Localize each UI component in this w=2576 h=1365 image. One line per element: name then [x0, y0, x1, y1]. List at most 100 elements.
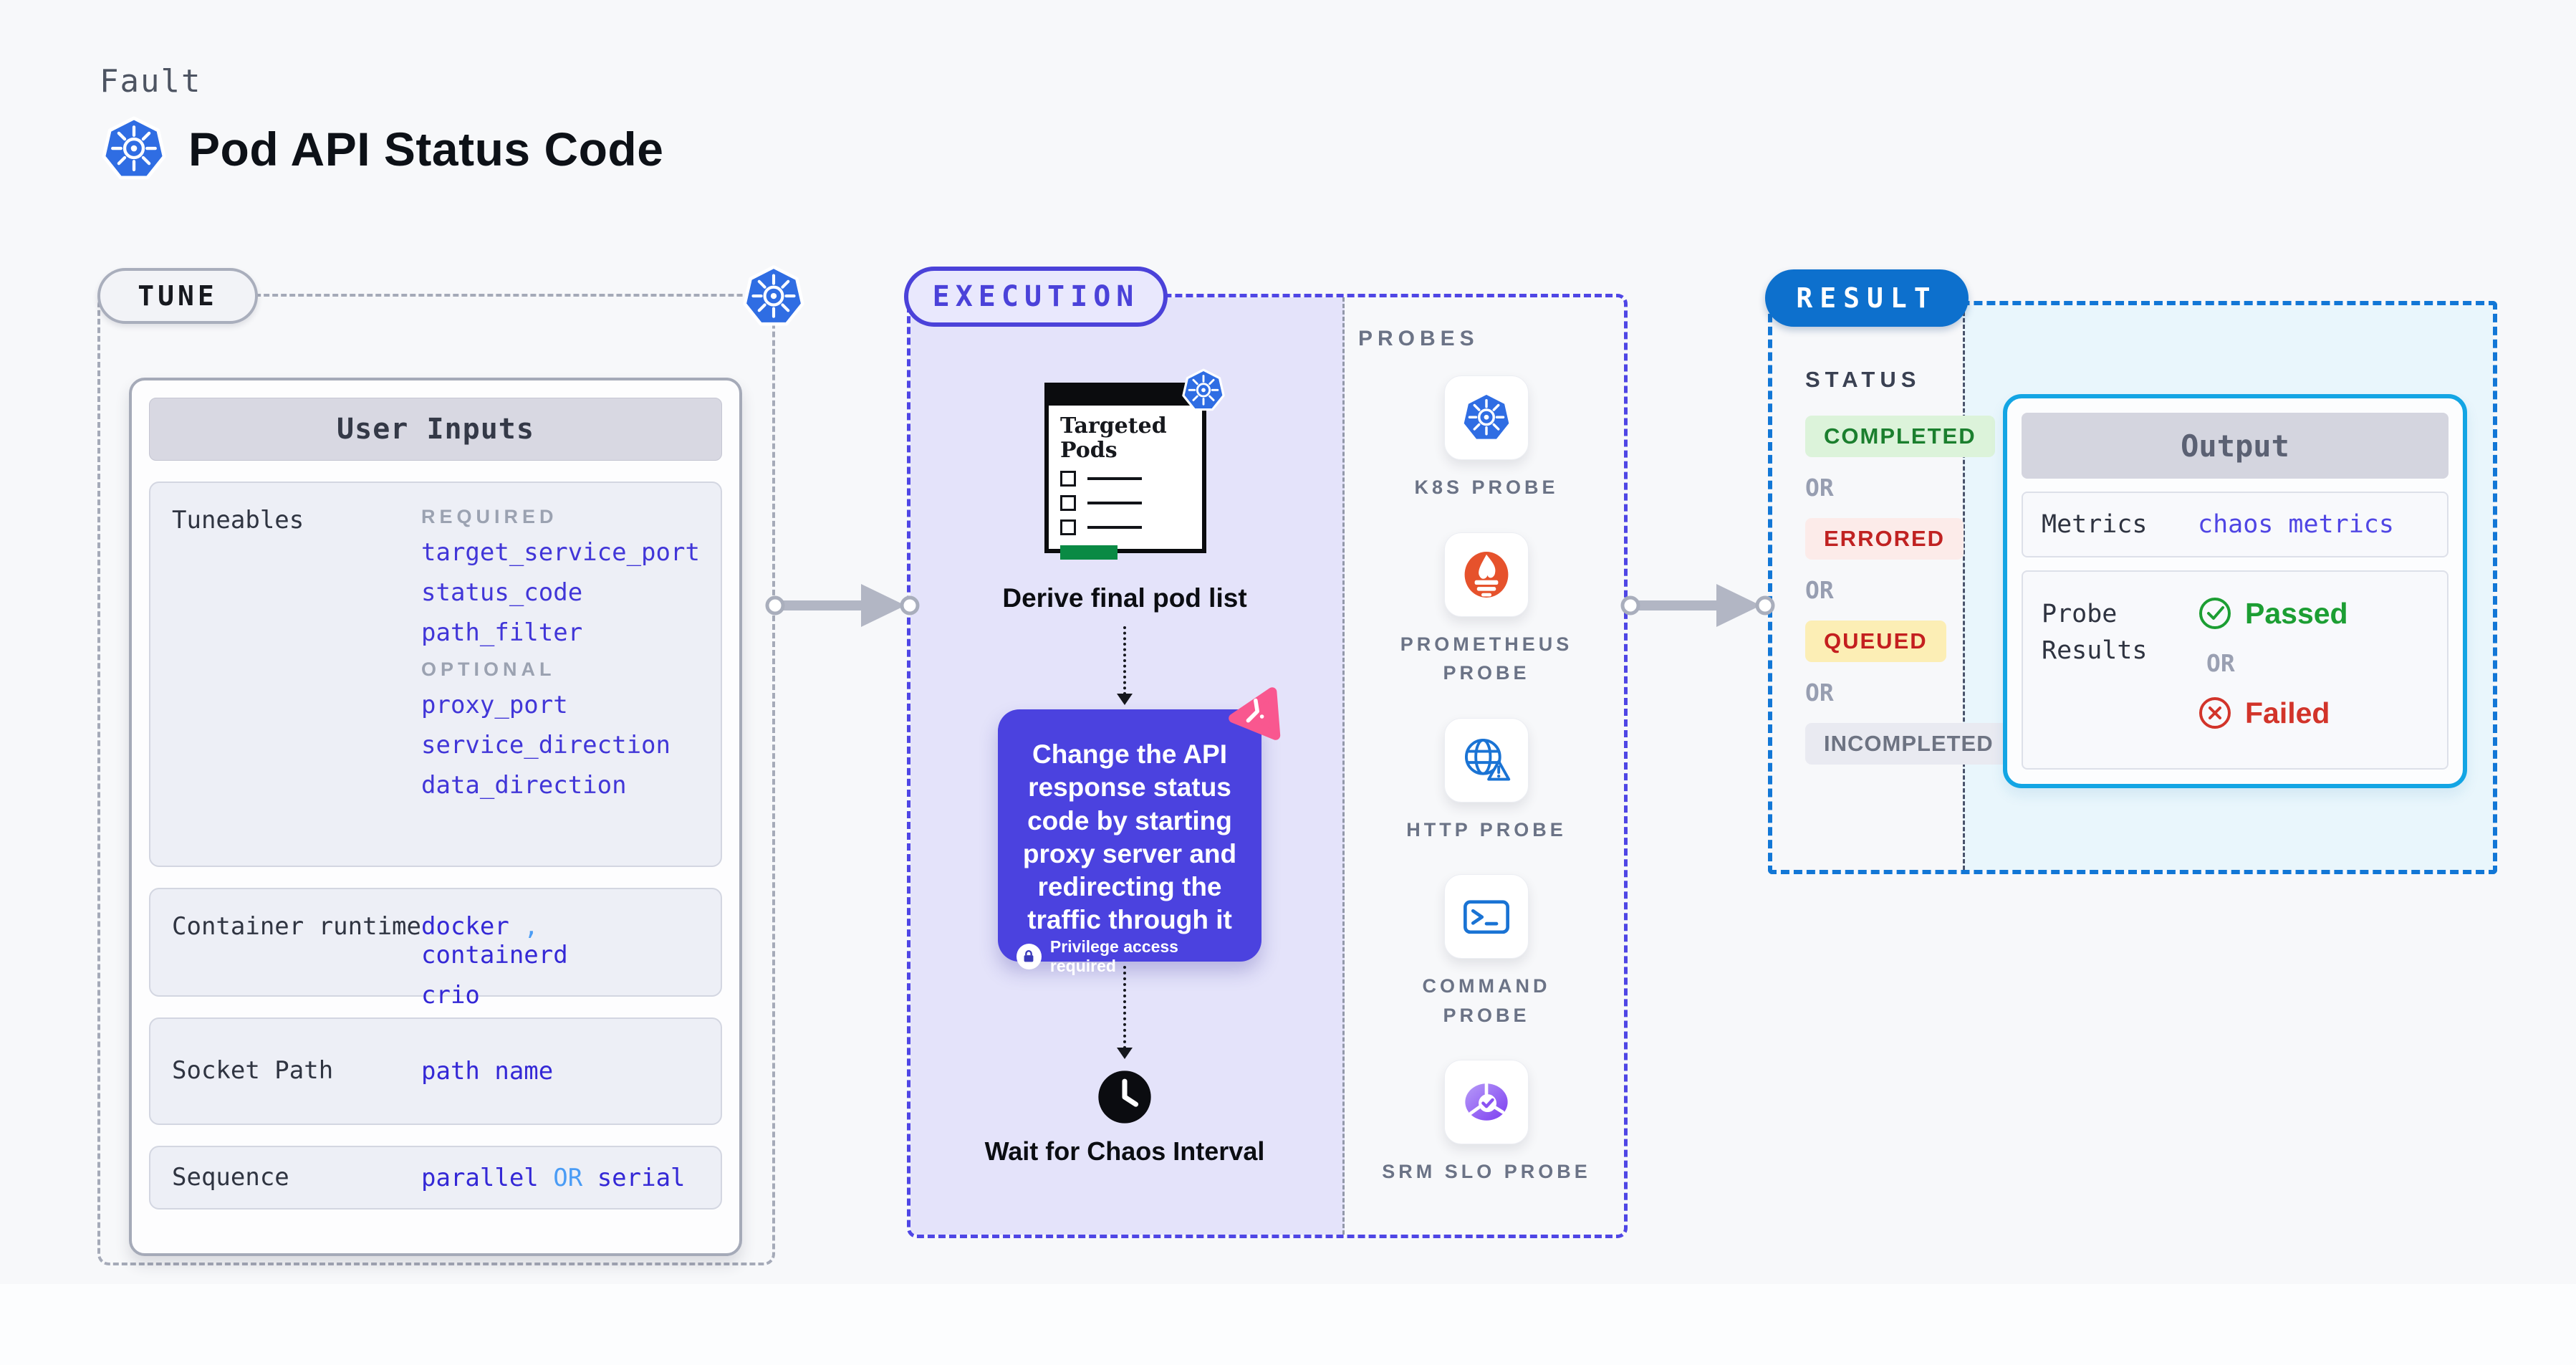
container-runtime-values: docker , containerd crio — [421, 908, 699, 1010]
status-badge-completed: COMPLETED — [1805, 416, 1995, 457]
kubernetes-icon — [741, 262, 807, 331]
metrics-row: Metrics chaos metrics — [2022, 492, 2448, 557]
flow-arrow-execution-to-result — [1620, 573, 1775, 638]
status-badge-incompleted: INCOMPLETED — [1805, 723, 2012, 765]
passed-row: Passed — [2198, 596, 2348, 631]
metrics-value: chaos metrics — [2198, 510, 2394, 539]
clock-icon — [1097, 1069, 1153, 1125]
result-badge: RESULT — [1765, 269, 1969, 327]
fault-kicker: Fault — [100, 63, 202, 100]
execution-badge: EXECUTION — [904, 267, 1168, 327]
param-path-filter: path_filter — [421, 618, 583, 647]
probes-list: K8S PROBE PROMETHEUS PROBE HTTP PROBE CO… — [1345, 375, 1628, 1217]
probe-item-http: HTTP PROBE — [1379, 717, 1594, 845]
user-inputs-title: User Inputs — [149, 398, 722, 461]
runtime-row-1: docker , containerd — [421, 912, 568, 969]
probe-item-command: COMMAND PROBE — [1379, 874, 1594, 1030]
sequence-label: Sequence — [172, 1163, 289, 1192]
page-header: Pod API Status Code — [100, 113, 663, 185]
param-proxy-port: proxy_port — [421, 691, 568, 719]
page-title: Pod API Status Code — [188, 123, 664, 176]
probe-item-k8s: K8S PROBE — [1379, 375, 1594, 502]
status-or: OR — [1805, 679, 1834, 707]
probes-title: PROBES — [1358, 327, 1479, 350]
targeted-pods-window: Targeted Pods — [1044, 383, 1206, 560]
container-runtime-label: Container runtime — [172, 912, 421, 941]
prometheus-probe-icon — [1444, 532, 1529, 617]
kubernetes-icon — [100, 113, 168, 185]
progress-bar — [1060, 545, 1118, 560]
pod-line — [1087, 502, 1142, 505]
tune-badge: TUNE — [97, 268, 258, 324]
checkbox-icon — [1060, 519, 1076, 536]
derive-pod-list-label: Derive final pod list — [1002, 583, 1247, 613]
status-or: OR — [1805, 576, 1834, 604]
passed-label: Passed — [2245, 596, 2348, 630]
status-label: STATUS — [1805, 367, 1921, 392]
privilege-note: Privilege access required — [1017, 937, 1243, 976]
dotted-connector — [1123, 966, 1126, 1049]
check-circle-icon — [2198, 596, 2232, 631]
param-status-code: status_code — [421, 578, 583, 607]
socket-path-card: Socket Path path name — [149, 1017, 722, 1125]
k8s-probe-icon — [1444, 375, 1529, 460]
kubernetes-icon — [1181, 367, 1226, 414]
status-or: OR — [1805, 474, 1834, 502]
pod-list-row — [1060, 471, 1191, 487]
socket-path-label: Socket Path — [172, 1056, 334, 1086]
probe-label: COMMAND PROBE — [1422, 975, 1551, 1026]
http-probe-icon — [1444, 717, 1529, 803]
flow-arrow-tune-to-execution — [765, 573, 920, 638]
param-target-service-port: target_service_port — [421, 538, 700, 567]
socket-path-value: path name — [421, 1057, 554, 1086]
targeted-pods-title: Targeted Pods — [1060, 413, 1167, 463]
x-circle-icon — [2198, 696, 2232, 730]
param-data-direction: data_direction — [421, 771, 627, 800]
srm-slo-probe-icon — [1444, 1060, 1529, 1144]
output-title: Output — [2022, 413, 2448, 479]
tune-section-box — [97, 294, 775, 1265]
arrow-down-icon — [1117, 1048, 1133, 1059]
status-badge-queued: QUEUED — [1805, 621, 1946, 662]
dotted-connector — [1123, 626, 1126, 695]
container-runtime-card: Container runtime docker , containerd cr… — [149, 888, 722, 1010]
probe-results-row: Probe Results Passed OR Failed — [2022, 570, 2448, 770]
failed-row: Failed — [2198, 696, 2348, 730]
probe-label: HTTP PROBE — [1406, 818, 1567, 840]
chaos-action-text: Change the API response status code by s… — [1022, 739, 1237, 935]
wait-chaos-interval-label: Wait for Chaos Interval — [984, 1136, 1265, 1166]
checkbox-icon — [1060, 495, 1076, 512]
chaos-pink-icon — [1226, 685, 1284, 742]
probe-item-prometheus: PROMETHEUS PROBE — [1379, 532, 1594, 688]
probe-results-or: OR — [2206, 649, 2235, 677]
window-titlebar — [1049, 387, 1202, 406]
arrow-down-icon — [1117, 694, 1133, 705]
tuneables-label: Tuneables — [172, 506, 304, 535]
probe-results-label: Probe Results — [2042, 600, 2148, 665]
pod-line — [1087, 477, 1142, 481]
probe-item-srm-slo: SRM SLO PROBE — [1379, 1060, 1594, 1187]
checkbox-icon — [1060, 471, 1076, 487]
failed-label: Failed — [2245, 696, 2330, 729]
tuneables-params: REQUIRED target_service_port status_code… — [421, 502, 700, 847]
metrics-label: Metrics — [2042, 509, 2148, 539]
chaos-action-box: Change the API response status code by s… — [998, 709, 1261, 975]
probe-label: PROMETHEUS PROBE — [1400, 633, 1573, 684]
sequence-card: Sequence parallel OR serial — [149, 1146, 722, 1210]
pod-list-row — [1060, 519, 1191, 536]
status-badge-errored: ERRORED — [1805, 518, 1964, 560]
lock-icon — [1017, 943, 1042, 969]
pod-list-row — [1060, 495, 1191, 512]
bottom-strip — [0, 1284, 2576, 1365]
tuneables-card: Tuneables REQUIRED target_service_port s… — [149, 482, 722, 867]
probe-label: K8S PROBE — [1414, 476, 1559, 498]
command-probe-icon — [1444, 874, 1529, 959]
status-badge-stack: COMPLETED OR ERRORED OR QUEUED OR INCOMP… — [1805, 416, 2012, 765]
sequence-value: parallel OR serial — [421, 1163, 686, 1192]
pod-line — [1087, 526, 1142, 530]
probe-label: SRM SLO PROBE — [1382, 1161, 1591, 1182]
user-inputs-panel: User Inputs Tuneables REQUIRED target_se… — [129, 378, 742, 1256]
optional-label: OPTIONAL — [421, 658, 556, 680]
output-card: Output Metrics chaos metrics Probe Resul… — [2003, 394, 2467, 788]
